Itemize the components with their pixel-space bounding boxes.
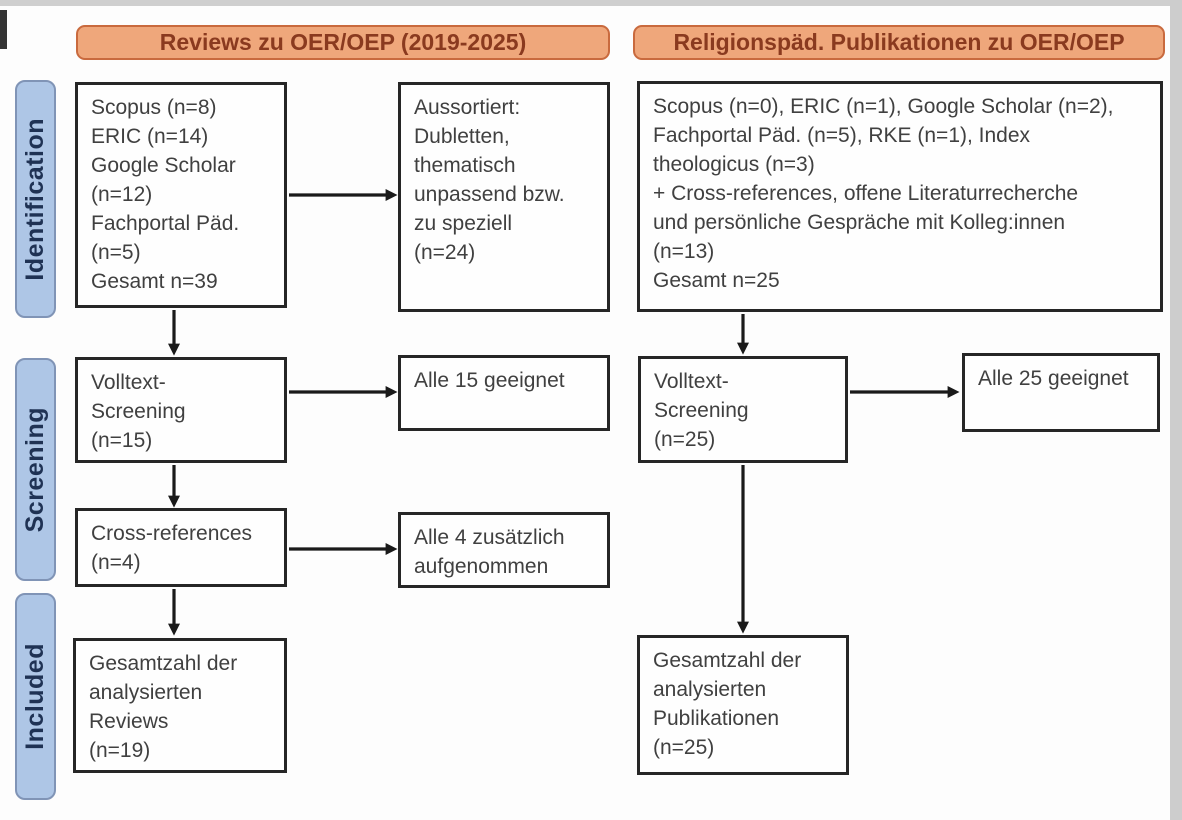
phase-label-identification-text: Identification <box>21 117 49 281</box>
phase-label-included-text: Included <box>21 643 49 750</box>
box-fulltext-screening-reviews: Volltext- Screening (n=15) <box>75 357 287 463</box>
phase-label-screening: Screening <box>15 358 56 581</box>
box-cross-references-added: Alle 4 zusätzlich aufgenommen <box>398 512 610 588</box>
scan-edge-top <box>0 0 1182 6</box>
box-included-publications-total: Gesamtzahl der analysierten Publikatione… <box>637 635 849 775</box>
scan-edge-right <box>1170 0 1182 820</box>
phase-label-identification: Identification <box>15 80 56 318</box>
box-identification-sources-reviews: Scopus (n=8) ERIC (n=14) Google Scholar … <box>75 82 287 308</box>
box-cross-references: Cross-references (n=4) <box>75 508 287 587</box>
box-eligible-reviews: Alle 15 geeignet <box>398 355 610 431</box>
box-fulltext-screening-publications: Volltext- Screening (n=25) <box>638 356 848 463</box>
box-included-reviews-total: Gesamtzahl der analysierten Reviews (n=1… <box>73 638 287 773</box>
column-header-religionspaed: Religionspäd. Publikationen zu OER/OEP <box>633 25 1165 60</box>
box-eligible-publications: Alle 25 geeignet <box>962 353 1160 432</box>
scan-edge-mark <box>0 10 7 49</box>
box-excluded-records: Aussortiert: Dubletten, thematisch unpas… <box>398 82 610 312</box>
phase-label-included: Included <box>15 593 56 800</box>
box-identification-sources-publications: Scopus (n=0), ERIC (n=1), Google Scholar… <box>637 81 1163 312</box>
column-header-reviews: Reviews zu OER/OEP (2019-2025) <box>76 25 610 60</box>
phase-label-screening-text: Screening <box>21 406 49 533</box>
